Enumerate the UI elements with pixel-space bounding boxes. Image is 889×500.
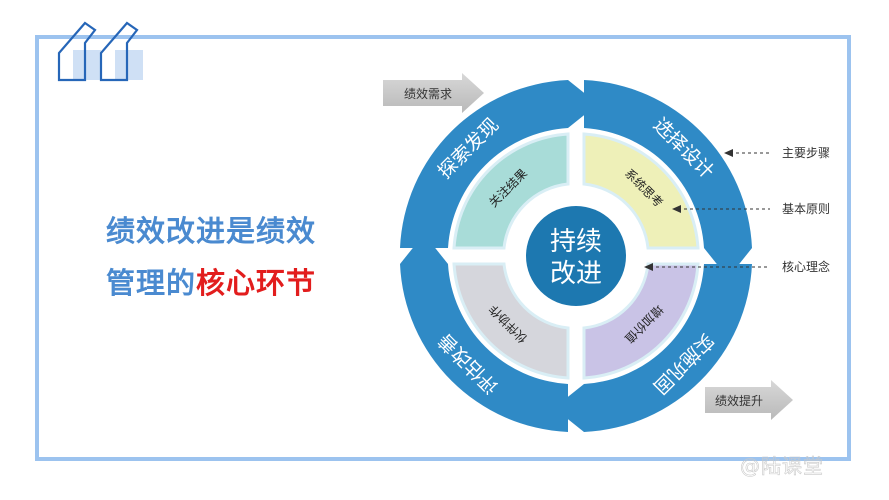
legend-core-idea: 核心理念 — [782, 259, 830, 274]
quote-icon — [57, 21, 143, 82]
core-label-1: 持续 — [550, 227, 602, 257]
svg-text:绩效提升: 绩效提升 — [715, 393, 763, 408]
input-arrow: 绩效需求 — [383, 73, 484, 113]
inner-ring — [452, 132, 700, 380]
outer-ring — [400, 80, 752, 432]
headline-line2: 管理的 — [106, 266, 197, 300]
watermark: @陆课堂 — [740, 454, 824, 479]
output-arrow: 绩效提升 — [705, 380, 793, 420]
legend-pointers — [650, 152, 770, 268]
svg-text:绩效需求: 绩效需求 — [404, 86, 452, 101]
legend-principles: 基本原则 — [782, 202, 830, 216]
headline-highlight: 核心环节 — [196, 266, 317, 300]
headline-line1: 绩效改进是绩效 — [106, 214, 317, 248]
core-circle — [526, 206, 626, 306]
legend-main-steps: 主要步骤 — [782, 146, 830, 160]
core-label-2: 改进 — [550, 259, 602, 289]
headline: 绩效改进是绩效 管理的核心环节 — [106, 205, 316, 309]
